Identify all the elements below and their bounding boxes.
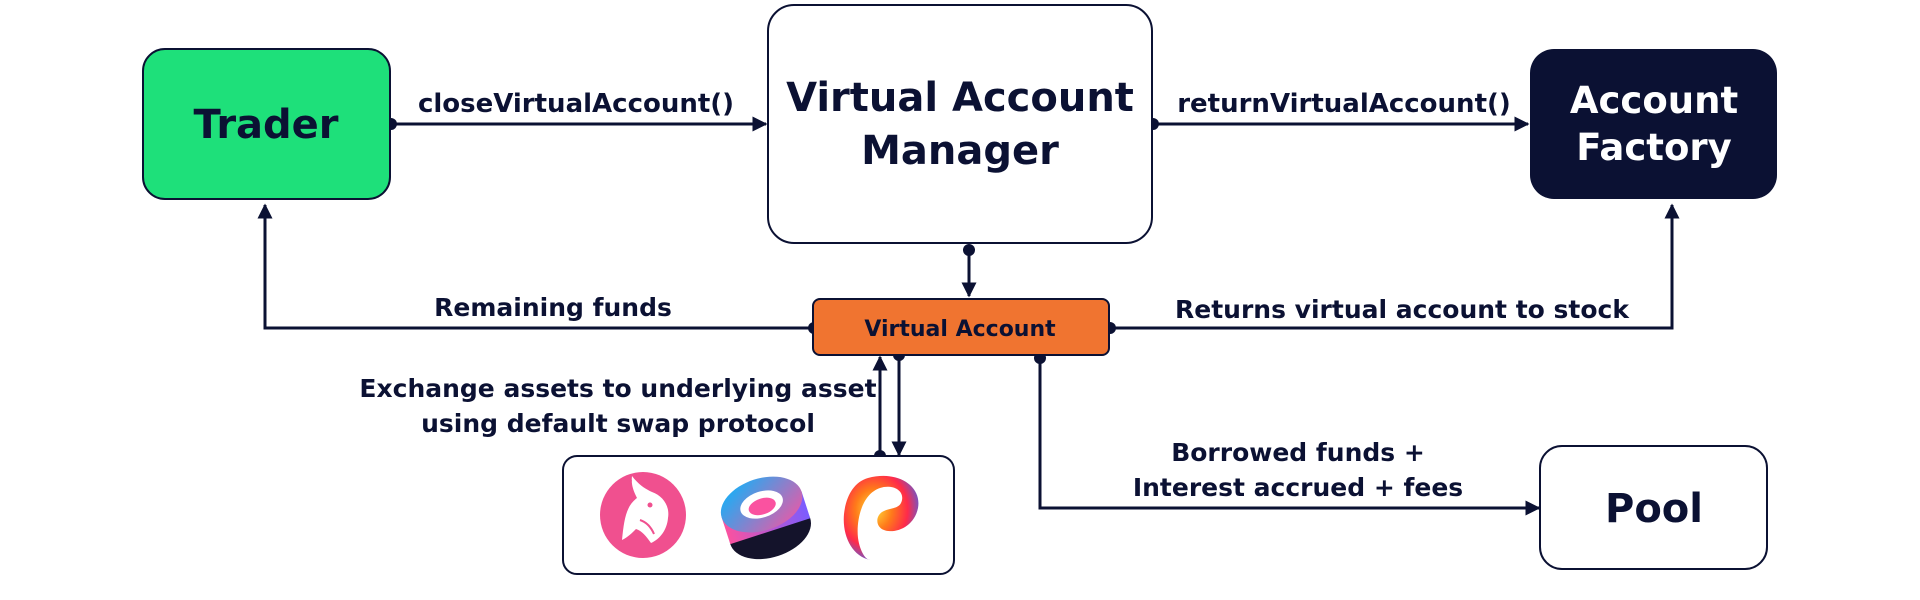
- label-returns-to-stock: Returns virtual account to stock: [1175, 295, 1630, 324]
- label-borrowed-line2: Interest accrued + fees: [1133, 473, 1463, 502]
- label-exchange-line2: using default swap protocol: [421, 409, 815, 438]
- label-remaining-funds: Remaining funds: [434, 293, 672, 322]
- node-virtual-account-manager: Virtual Account Manager: [767, 4, 1153, 244]
- node-trader: Trader: [142, 48, 391, 200]
- node-swap-protocols: [562, 455, 955, 575]
- node-virtual-account: Virtual Account: [812, 298, 1110, 356]
- edge-manager-to-virtual-account: [961, 244, 977, 298]
- node-trader-label: Trader: [193, 102, 338, 148]
- edge-return-virtual-account: [1147, 116, 1530, 132]
- edge-swap-to-virtual-account: [872, 355, 888, 462]
- curve-icon: [843, 475, 919, 560]
- label-close-virtual-account: closeVirtualAccount(): [418, 89, 734, 119]
- node-pool: Pool: [1539, 445, 1768, 570]
- node-manager-label-line2: Manager: [861, 128, 1059, 174]
- node-factory-label-line2: Factory: [1576, 126, 1731, 169]
- node-virtual-account-label: Virtual Account: [864, 317, 1056, 342]
- edge-close-virtual-account: [385, 116, 768, 132]
- edge-virtual-account-to-swap: [891, 349, 907, 457]
- node-factory-label-line1: Account: [1570, 79, 1738, 122]
- label-return-virtual-account: returnVirtualAccount(): [1177, 89, 1511, 119]
- node-account-factory: Account Factory: [1530, 49, 1777, 199]
- label-borrowed-line1: Borrowed funds +: [1171, 438, 1425, 467]
- label-exchange-line1: Exchange assets to underlying asset: [359, 374, 876, 403]
- node-manager-label-line1: Virtual Account: [786, 75, 1134, 121]
- node-pool-label: Pool: [1605, 486, 1703, 532]
- uniswap-icon: [600, 472, 686, 558]
- sushiswap-icon: [720, 476, 811, 560]
